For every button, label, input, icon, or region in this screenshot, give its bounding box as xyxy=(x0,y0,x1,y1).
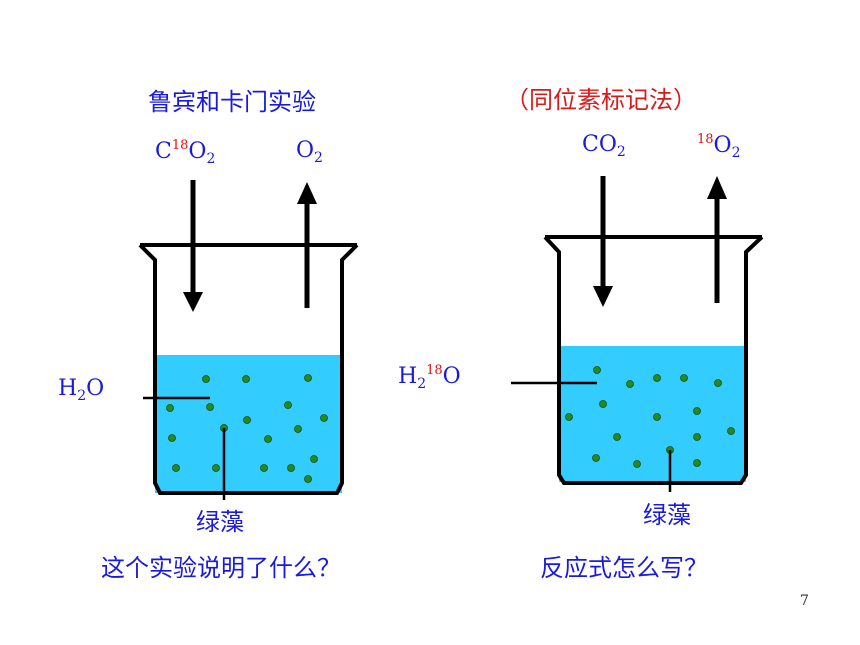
left-water xyxy=(155,355,342,493)
left-algae-dots xyxy=(166,374,328,483)
page-number: 7 xyxy=(800,593,809,609)
algae-dot xyxy=(693,407,701,415)
algae-dot xyxy=(264,435,272,443)
algae-dot xyxy=(592,454,600,462)
algae-dot xyxy=(653,374,661,382)
right-input-gas-label: CO2 xyxy=(582,132,626,160)
algae-dot xyxy=(714,379,722,387)
left-arrow-down xyxy=(183,180,203,312)
right-beaker xyxy=(543,235,764,485)
algae-dot xyxy=(242,375,250,383)
algae-dot xyxy=(693,459,701,467)
algae-dot xyxy=(633,460,641,468)
algae-dot xyxy=(206,403,214,411)
right-output-gas-label: 18O2 xyxy=(697,132,741,161)
algae-dot xyxy=(613,433,621,441)
right-water xyxy=(559,346,746,482)
left-output-gas-label: O2 xyxy=(296,138,323,166)
algae-dot xyxy=(693,433,701,441)
algae-dot xyxy=(653,413,661,421)
right-arrow-down xyxy=(593,176,613,307)
algae-dot xyxy=(260,464,268,472)
algae-dot xyxy=(304,475,312,483)
algae-dot xyxy=(320,414,328,422)
algae-dot xyxy=(599,400,607,408)
left-algae-label: 绿藻 xyxy=(196,508,244,536)
algae-dot xyxy=(294,425,302,433)
algae-dot xyxy=(304,374,312,382)
algae-dot xyxy=(593,366,601,374)
algae-dot xyxy=(565,413,573,421)
left-arrow-up xyxy=(297,182,317,308)
right-question: 反应式怎么写？ xyxy=(540,554,708,582)
algae-dot xyxy=(243,416,251,424)
algae-dot xyxy=(626,380,634,388)
algae-dot xyxy=(287,464,295,472)
left-title: 鲁宾和卡门实验 xyxy=(148,88,316,116)
algae-dot xyxy=(202,375,210,383)
left-water-label: H2O xyxy=(58,376,105,404)
right-algae-label: 绿藻 xyxy=(643,501,691,529)
right-water-label: H218O xyxy=(398,363,461,392)
algae-dot xyxy=(166,404,174,412)
algae-dot xyxy=(284,401,292,409)
left-input-gas-label: C18O2 xyxy=(155,138,216,167)
algae-dot xyxy=(172,464,180,472)
algae-dot xyxy=(310,455,318,463)
left-question: 这个实验说明了什么？ xyxy=(101,554,341,582)
algae-dot xyxy=(680,374,688,382)
right-title: （同位素标记法） xyxy=(505,86,697,114)
algae-dot xyxy=(168,434,176,442)
right-arrow-up xyxy=(707,176,727,303)
algae-dot xyxy=(727,427,735,435)
algae-dot xyxy=(212,464,220,472)
left-beaker xyxy=(138,243,359,495)
right-algae-dots xyxy=(565,366,735,468)
